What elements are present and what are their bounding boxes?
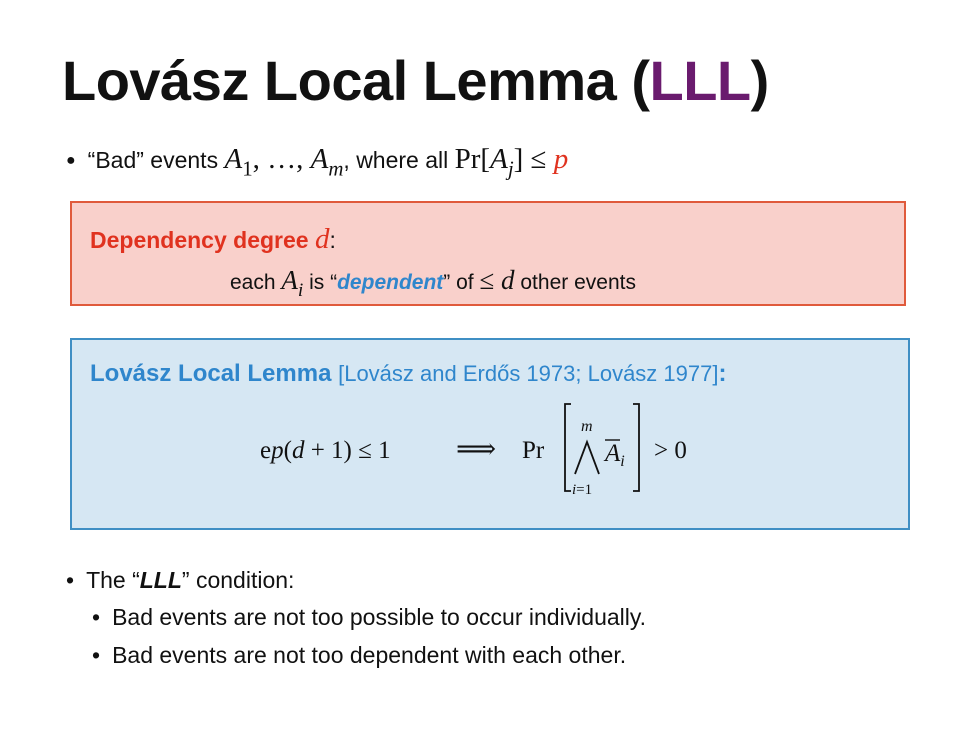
list-item: • Bad events are not too possible to occu…: [92, 604, 646, 631]
dependency-degree-box: Dependency degree d: each Ai is “depende…: [70, 201, 906, 306]
events-math: A1, …, Am: [224, 143, 344, 181]
pr-operator: Pr: [522, 437, 545, 464]
probability-bound-math: Pr[Aj] ≤ p: [454, 143, 569, 181]
bad-events-text: “Bad” events: [87, 147, 225, 173]
bullet-dot: •: [92, 604, 101, 630]
wedge-upper-limit: m: [581, 418, 593, 435]
where-text: , where all: [343, 147, 455, 173]
list-item: • The “LLL” condition:: [66, 567, 294, 594]
heading-colon: :: [329, 227, 336, 253]
formula-lhs: ep(d + 1) ≤ 1: [260, 437, 391, 464]
list-item: • Bad events are not too dependent with e…: [92, 642, 626, 669]
dependency-degree-heading: Dependency degree d:: [90, 223, 336, 256]
title-accent: LLL: [649, 49, 752, 112]
wedge-lower-limit: i=1: [572, 482, 592, 498]
formula-rhs: > 0: [654, 437, 687, 464]
definition-text: is “: [303, 271, 338, 294]
right-bracket: [633, 403, 640, 492]
dependency-degree-label: Dependency degree: [90, 227, 315, 253]
bad-events-bullet: ● “Bad” events A1, …, Am, where all Pr[Aj…: [66, 143, 569, 181]
ai-bar-term: Ai: [603, 440, 625, 470]
lll-emphasis: LLL: [139, 567, 182, 593]
title-suffix: ): [750, 49, 770, 112]
big-wedge-icon: [574, 439, 600, 475]
definition-text: each: [230, 271, 282, 294]
sub-bullet-text: Bad events are not too dependent with ea…: [112, 642, 627, 668]
leq-d-math: ≤ d: [479, 265, 515, 295]
lemma-heading: Lovász Local Lemma [Lovász and Erdős 197…: [90, 360, 726, 388]
title-prefix: Lovász Local Lemma (: [62, 49, 650, 112]
bullet-dot: •: [66, 567, 75, 593]
implies-symbol: ⟹: [456, 434, 496, 465]
dependent-emphasis: dependent: [337, 271, 444, 294]
definition-text: other events: [514, 271, 636, 294]
condition-text: ” condition:: [181, 567, 295, 593]
lemma-box: Lovász Local Lemma [Lovász and Erdős 197…: [70, 338, 910, 530]
definition-text: ” of: [443, 271, 480, 294]
d-symbol: d: [314, 223, 330, 255]
bullet-dot: •: [92, 642, 101, 668]
lemma-colon: :: [718, 360, 727, 387]
slide-title: Lovász Local Lemma (LLL): [62, 48, 769, 113]
ai-math: Ai: [281, 265, 304, 301]
dependency-definition: each Ai is “dependent” of ≤ d other even…: [230, 265, 636, 301]
lemma-citation: [Lovász and Erdős 1973; Lovász 1977]: [338, 361, 719, 386]
lemma-title: Lovász Local Lemma: [90, 360, 332, 387]
lll-formula: ep(d + 1) ≤ 1 ⟹ Pr m i=1 Ai > 0: [260, 403, 687, 498]
sub-bullet-text: Bad events are not too possible to occur…: [112, 604, 647, 630]
bullet-dot: ●: [66, 152, 76, 169]
left-bracket: [564, 403, 571, 492]
condition-text: The “: [86, 567, 140, 593]
